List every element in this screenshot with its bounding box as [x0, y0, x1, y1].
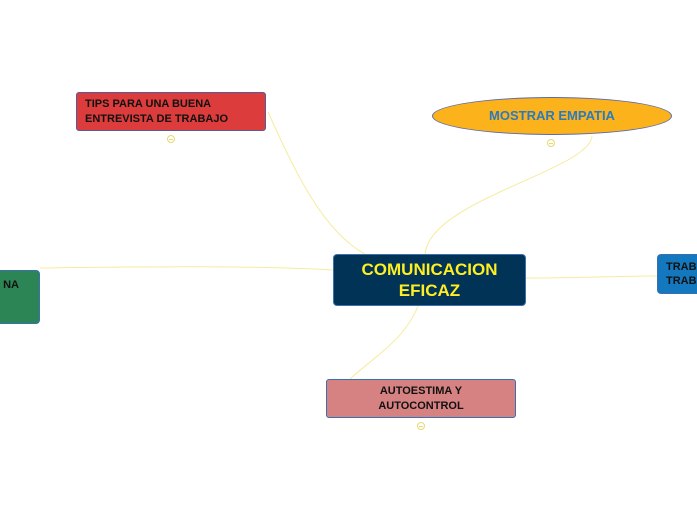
topic-autoestima[interactable]: AUTOESTIMA Y AUTOCONTROL: [326, 379, 516, 418]
topic-tips-entrevista[interactable]: TIPS PARA UNA BUENA ENTREVISTA DE TRABAJ…: [76, 92, 266, 131]
collapse-toggle-icon[interactable]: [167, 135, 175, 143]
connector-right: [525, 275, 658, 279]
collapse-toggle-icon[interactable]: [547, 139, 555, 147]
central-topic-label: COMUNICACION EFICAZ: [361, 259, 498, 300]
topic-right-label: TRAB TRAB: [666, 260, 697, 287]
connector-empatia: [424, 135, 593, 255]
connector-left: [39, 266, 334, 271]
topic-tips-label: TIPS PARA UNA BUENA ENTREVISTA DE TRABAJ…: [85, 98, 229, 125]
topic-left-partial[interactable]: NA: [0, 270, 40, 324]
connector-autoestima: [349, 305, 419, 380]
collapse-toggle-icon[interactable]: [417, 422, 425, 430]
central-topic[interactable]: COMUNICACION EFICAZ: [333, 254, 526, 306]
topic-empatia-label: MOSTRAR EMPATIA: [489, 107, 615, 123]
topic-mostrar-empatia[interactable]: MOSTRAR EMPATIA: [432, 97, 672, 135]
topic-right-partial[interactable]: TRAB TRAB: [657, 254, 697, 294]
topic-autoestima-label: AUTOESTIMA Y AUTOCONTROL: [378, 385, 464, 412]
topic-left-label: NA: [3, 279, 19, 291]
connector-tips: [267, 111, 366, 255]
